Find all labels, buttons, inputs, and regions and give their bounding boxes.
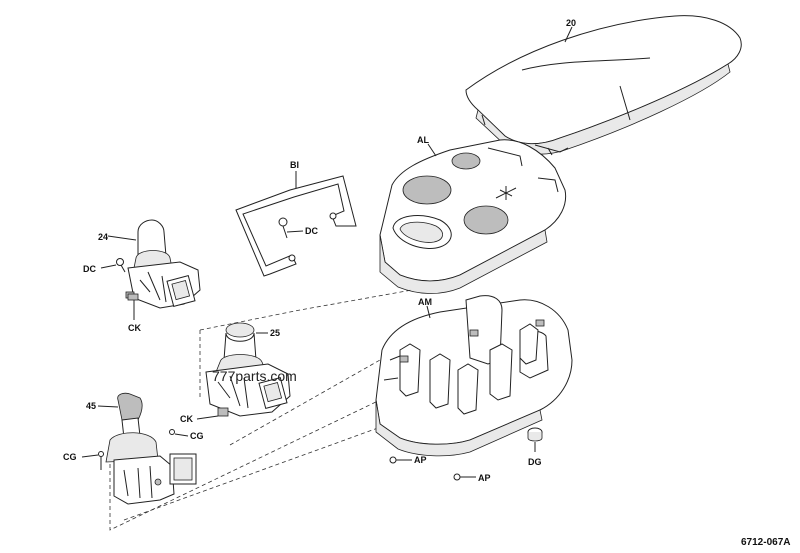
leader-20 bbox=[564, 26, 573, 43]
screw-dc-joystick bbox=[100, 258, 126, 273]
callout-20: 20 bbox=[566, 18, 576, 28]
screw-ap-2 bbox=[453, 473, 476, 481]
callout-am: AM bbox=[418, 297, 432, 307]
callout-cg-right: CG bbox=[190, 431, 204, 441]
bracket-part bbox=[235, 175, 357, 277]
callout-cg-left: CG bbox=[63, 452, 77, 462]
callout-ck-center: CK bbox=[180, 414, 193, 424]
upper-cover-part bbox=[379, 139, 567, 294]
callout-45: 45 bbox=[86, 401, 96, 411]
callout-al: AL bbox=[417, 135, 429, 145]
watermark: 777parts.com bbox=[212, 368, 297, 384]
joystick-left-part bbox=[125, 219, 201, 309]
leader-45 bbox=[97, 405, 119, 408]
screw-cg-left bbox=[81, 451, 104, 470]
leader-am bbox=[426, 305, 431, 319]
callout-ck-left: CK bbox=[128, 323, 141, 333]
callout-25: 25 bbox=[270, 328, 280, 338]
connector-line-3 bbox=[229, 359, 381, 446]
callout-ap-1: AP bbox=[414, 455, 427, 465]
plug-dg bbox=[527, 427, 543, 452]
joystick-center-part bbox=[205, 322, 291, 417]
callout-ap-2: AP bbox=[478, 473, 491, 483]
joystick-handle-part bbox=[105, 392, 197, 505]
lower-housing-part bbox=[375, 295, 573, 457]
leader-24 bbox=[107, 235, 137, 241]
callout-dc-joystick: DC bbox=[83, 264, 96, 274]
connector-line-4 bbox=[109, 399, 381, 531]
armrest-pad-part bbox=[465, 15, 742, 156]
screw-ap-1 bbox=[389, 456, 412, 464]
connector-line-1 bbox=[199, 289, 413, 331]
diagram-code: 6712-067A bbox=[741, 537, 790, 548]
callout-bi: BI bbox=[290, 160, 299, 170]
callout-dc-bracket: DC bbox=[305, 226, 318, 236]
callout-dg: DG bbox=[528, 457, 542, 467]
screw-cg-right bbox=[169, 429, 189, 437]
clip-ck-left bbox=[127, 293, 139, 320]
leader-al bbox=[427, 143, 437, 157]
leader-ck-center bbox=[196, 415, 219, 420]
screw-dc-bracket bbox=[278, 217, 304, 239]
callout-24: 24 bbox=[98, 232, 108, 242]
